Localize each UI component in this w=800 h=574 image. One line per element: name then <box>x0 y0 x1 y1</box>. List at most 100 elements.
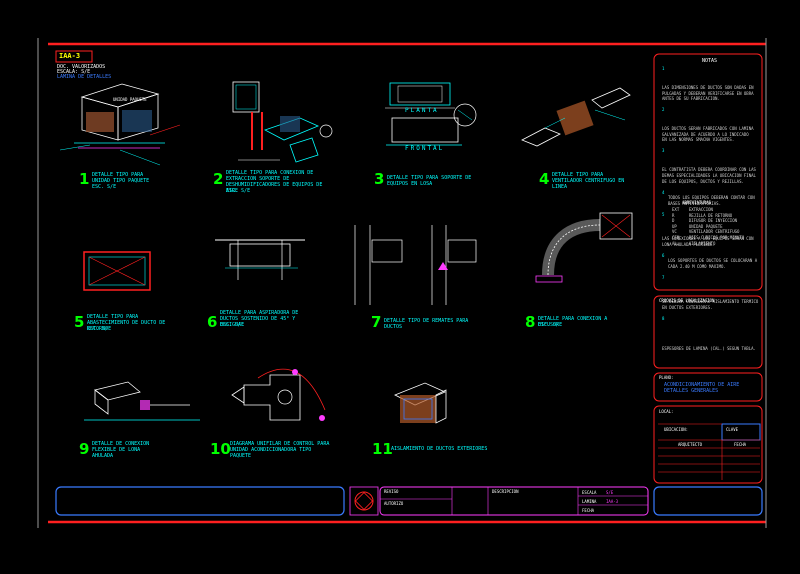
detail-11-drawing <box>394 382 447 424</box>
detail-5-number: 5 <box>74 313 85 331</box>
detail-10-caption: DIAGRAMA UNIFILAR DE CONTROL PARA UNIDAD… <box>230 441 330 459</box>
note-number: 8 <box>662 315 665 321</box>
detail-6-caption: DETALLE PARA ASPIRADORA DE DUCTOS SOSTEN… <box>220 310 299 328</box>
note-number: 4 <box>662 189 665 195</box>
lamina-label: LAMINA <box>582 499 597 504</box>
note-line: LOS SOPORTES DE DUCTOS SE COLOCARAN A <box>668 257 758 263</box>
detail-3-drawing <box>385 82 477 146</box>
detail-1-drawing <box>59 83 181 166</box>
note-number: 3 <box>662 148 665 154</box>
detail-9-drawing <box>84 381 200 421</box>
note-line: TODOS LOS EQUIPOS DEBERAN CONTAR CON <box>668 194 755 200</box>
fecha2-label: FECHA <box>582 508 595 513</box>
escala-value: S/E <box>606 490 614 495</box>
escala-label: ESCALA <box>582 490 597 495</box>
detail-8-scale: ESC. S/E <box>538 322 563 328</box>
plano-box <box>653 372 763 402</box>
plano-title-2: DETALLES GENERALES <box>664 388 719 394</box>
header-line-2: ESCALA: S/E <box>57 69 91 75</box>
detail-1-number: 1 <box>79 170 90 188</box>
detail-9-caption: DETALLE DE CONEXION FLEXIBLE DE LONA AHU… <box>92 441 150 459</box>
sheet-code: IAA-3 <box>59 52 81 60</box>
sheet-code-box <box>55 50 93 63</box>
abbrev-item: AL. AISLAMIENTO <box>672 240 716 246</box>
note-line: CADA 2.40 M COMO MAXIMO. <box>668 263 726 269</box>
note-line: LAS DIMENSIONES DE DUCTOS SON DADAS EN <box>662 85 754 90</box>
note-line: LOS DUCTOS SERAN FABRICADOS CON LAMINA <box>662 126 754 132</box>
bottom-left-box <box>55 486 345 516</box>
detail-2-number: 2 <box>213 170 224 188</box>
title-block-box <box>379 486 649 516</box>
ubicacion-label: UBICACION: <box>664 427 689 432</box>
detail-5-scale: ESC. S/E <box>87 326 112 332</box>
detail-3-caption: DETALLE TIPO PARA SOPORTE DE EQUIPOS EN … <box>387 175 472 187</box>
unit-label: UNIDAD PAQUETE <box>113 97 147 102</box>
plano-label: PLANO: <box>659 375 674 380</box>
autorizo-label: AUTORIZO <box>384 501 404 506</box>
seal-logo <box>354 491 374 511</box>
note-line: ESPESORES DE LAMINA (CAL.) SEGUN TABLA. <box>662 345 756 351</box>
detail-2-scale: ESC. S/E <box>226 188 251 194</box>
note-line: SE DEBERA CONSIDERAR AISLAMIENTO TERMICO <box>662 298 759 304</box>
location-sketch-box <box>653 295 763 369</box>
note-line: PULGADAS Y DEBERAN VERIFICARSE EN OBRA <box>662 90 754 96</box>
detail-1-caption: DETALLE TIPO PARA UNIDAD TIPO PAQUETE <box>92 172 150 184</box>
detail-5-drawing <box>83 251 151 291</box>
reviso-label: REVISO <box>384 489 399 494</box>
note-line: GALVANIZADA DE ACUERDO A LO INDICADO <box>662 131 749 137</box>
note-line: DEMAS ESPECIALIDADES LA UBICACION FINAL <box>662 172 756 178</box>
detail-6-drawing <box>215 239 305 280</box>
fecha-label: FECHA <box>734 442 747 447</box>
note-number: 2 <box>662 107 665 113</box>
detail-7-caption: DETALLE TIPO DE REMATES PARA DUCTOS <box>384 318 469 330</box>
detail-11-number: 11 <box>372 440 393 458</box>
detail-11-caption: AISLAMIENTO DE DUCTOS EXTERIORES <box>391 446 488 452</box>
note-line: BASES ANTIVIBRATORIAS. <box>668 200 721 206</box>
detail-8-drawing <box>535 212 633 283</box>
detail-5-caption: DETALLE TIPO PARA ABASTECIMIENTO DE DUCT… <box>87 314 166 332</box>
bottom-right-box <box>653 486 763 516</box>
note-line: LONA AHULADA FLEXIBLE. <box>662 241 715 247</box>
clave-label: CLAVE <box>726 427 739 432</box>
note-number: 1 <box>662 66 665 71</box>
note-line: EN LAS NORMAS SMACNA VIGENTES. <box>662 137 735 143</box>
logo-box <box>349 486 379 516</box>
note-item: 3 EL CONTRATISTA DEBERA COORDINAR CON LAS… <box>662 148 758 186</box>
lamina-value: IAA-3 <box>606 499 619 504</box>
detail-2-drawing <box>232 81 333 163</box>
detail-8-caption: DETALLE PARA CONEXION A DIFUSOR <box>538 316 608 328</box>
note-line: DE LOS EQUIPOS, DUCTOS Y REJILLAS. <box>662 178 744 184</box>
detail-7-drawing <box>354 225 477 305</box>
frontal-label: FRONTAL <box>405 145 445 152</box>
note-number: 5 <box>662 211 665 217</box>
header-line-3: LAMINA DE DETALLES <box>57 74 112 80</box>
local-label: LOCAL: <box>659 409 674 414</box>
note-line: EN DUCTOS EXTERIORES. <box>662 304 713 310</box>
note-line: ANTES DE SU FABRICACION. <box>662 96 720 102</box>
arquitecto-label: ARQUITECTO <box>678 442 703 447</box>
abbrev-item: VC VENTILADOR CENTRIFUGO <box>672 229 740 235</box>
abbrev-item: UP UNIDAD PAQUETE <box>672 223 723 229</box>
local-box <box>653 405 763 484</box>
detail-10-drawing <box>231 368 326 421</box>
notes-title: NOTAS <box>702 58 718 64</box>
detail-4-drawing <box>521 87 631 147</box>
note-line: LAS CONEXIONES A LOS EQUIPOS SERAN CON <box>662 235 754 241</box>
location-label: CROQUIS DE LOCALIZACION <box>659 298 715 303</box>
detail-3-number: 3 <box>374 170 385 188</box>
note-number: 6 <box>662 252 665 258</box>
note-line: EL CONTRATISTA DEBERA COORDINAR CON LAS <box>662 167 756 173</box>
detail-7-number: 7 <box>371 313 382 331</box>
plano-title-1: ACONDICIONAMIENTO DE AIRE <box>664 382 740 388</box>
descripcion-label: DESCRIPCION <box>492 489 519 494</box>
abbrev-item: R REJILLA DE RETORNO <box>672 212 733 218</box>
